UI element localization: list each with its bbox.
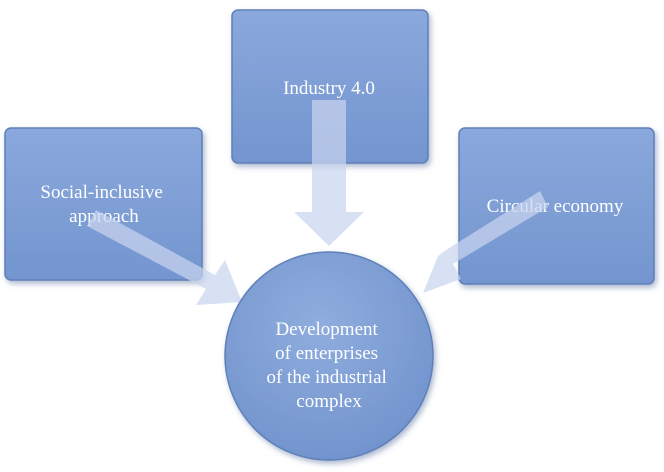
center-node-circle [224, 251, 434, 461]
right-node-box [458, 127, 655, 285]
center-node-label: Development of enterprises of the indust… [266, 319, 391, 412]
left-node-label: Social-inclusive approach [40, 182, 167, 227]
left-arrow [87, 210, 242, 305]
top-arrow [294, 100, 364, 246]
top-node-label: Industry 4.0 [283, 78, 375, 99]
right-arrow [423, 191, 548, 293]
